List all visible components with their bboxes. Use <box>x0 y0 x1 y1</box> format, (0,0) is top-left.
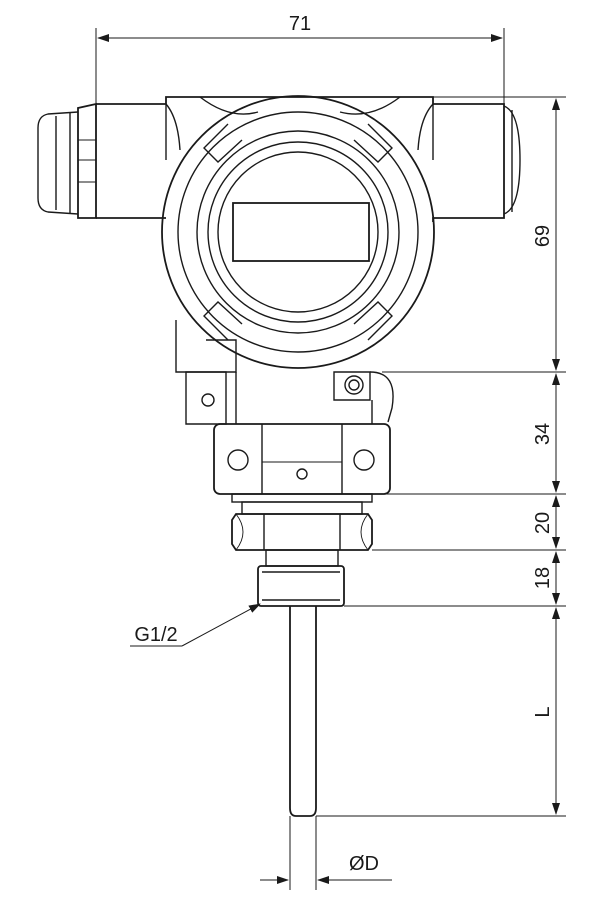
housing-height-label: 69 <box>532 225 554 247</box>
front-cover <box>161 95 435 369</box>
thread-callout: G1/2 <box>130 603 261 647</box>
display-window <box>232 202 370 262</box>
neck-height-label: 34 <box>532 423 554 445</box>
thread-fitting <box>257 565 345 607</box>
nut-height-label: 20 <box>532 512 554 534</box>
probe-length-label: L <box>532 706 554 717</box>
neck <box>175 320 394 515</box>
width-dimension: 71 <box>95 13 505 104</box>
diameter-dimension: ØD <box>260 816 392 890</box>
left-cable-gland <box>37 102 97 219</box>
probe-rod <box>289 606 317 817</box>
diameter-label: ØD <box>349 853 379 875</box>
thread-callout-label: G1/2 <box>134 624 177 646</box>
thread-height-label: 18 <box>532 567 554 589</box>
vertical-dimensions: 69 34 20 18 L <box>316 96 566 817</box>
housing <box>37 95 521 369</box>
hex-nut <box>231 513 373 567</box>
width-label: 71 <box>289 13 311 35</box>
right-cable-gland <box>503 105 521 215</box>
